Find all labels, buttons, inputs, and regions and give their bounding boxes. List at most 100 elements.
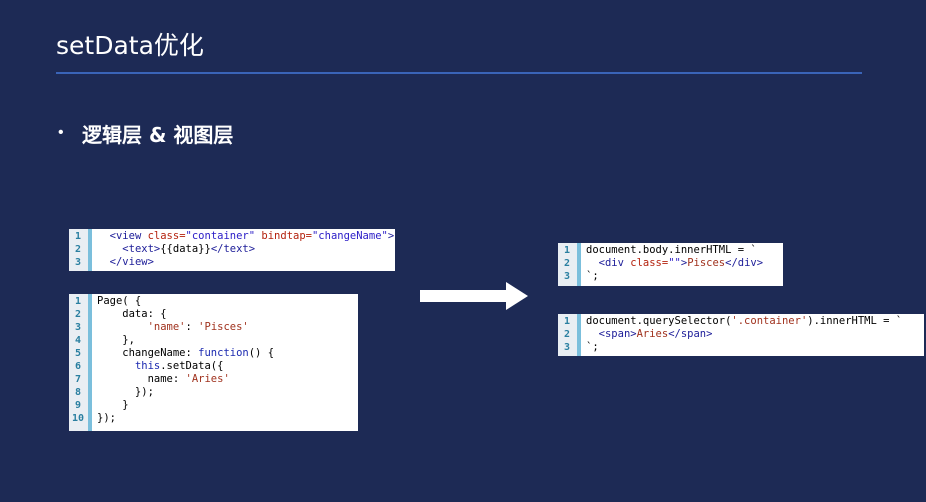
code-token: "container": [185, 230, 256, 242]
code-line: 3 </view>: [69, 256, 395, 269]
code-text: document.body.innerHTML = `: [586, 244, 757, 257]
code-token: this: [134, 360, 161, 372]
code-token: </span>: [668, 328, 713, 340]
code-text: Page( {: [97, 295, 141, 308]
code-text: });: [97, 386, 154, 399]
code-token: Aries: [636, 328, 669, 340]
code-token: `;: [586, 270, 599, 282]
title-divider: [56, 72, 862, 74]
code-token: Page( {: [97, 295, 142, 307]
line-number: 10: [71, 413, 85, 424]
code-line: 1 <view class="container" bindtap="chang…: [69, 230, 395, 243]
code-token: </text>: [210, 243, 256, 255]
code-line: 5 changeName: function() {: [69, 347, 358, 360]
code-token: `;: [586, 341, 599, 353]
code-line: 1 document.body.innerHTML = `: [558, 244, 783, 257]
code-text: });: [97, 412, 116, 425]
code-token: [586, 257, 599, 269]
code-token: :: [185, 321, 199, 333]
bullet-dot-icon: •: [58, 124, 64, 141]
code-token: 'Aries': [185, 373, 230, 385]
line-number: 3: [74, 322, 82, 333]
code-text: }: [97, 399, 128, 412]
code-token: [97, 321, 148, 333]
line-number: 1: [563, 316, 571, 327]
line-number-gutter: [558, 243, 581, 286]
code-text: changeName: function() {: [97, 347, 274, 360]
line-number: 4: [74, 335, 82, 346]
code-text: <text>{{data}}</text>: [97, 243, 255, 256]
line-number-gutter: [558, 314, 581, 356]
code-line: 10});: [69, 412, 358, 425]
line-number: 2: [563, 329, 571, 340]
code-token: function: [198, 347, 249, 359]
code-text: </view>: [97, 256, 154, 269]
code-text: `;: [586, 341, 599, 354]
code-token: "changeName": [311, 230, 388, 242]
code-block-wxml: 1 <view class="container" bindtap="chang…: [69, 229, 395, 271]
line-number: 2: [563, 258, 571, 269]
code-token: document.querySelector(: [586, 315, 732, 327]
line-number: 7: [74, 374, 82, 385]
code-token: bindtap=: [261, 230, 312, 242]
code-text: name: 'Aries': [97, 373, 230, 386]
line-number: 5: [74, 348, 82, 359]
line-number: 3: [563, 342, 571, 353]
code-token: name:: [97, 373, 186, 385]
code-token: class=: [147, 230, 186, 242]
code-text: this.setData({: [97, 360, 224, 373]
code-text: data: {: [97, 308, 166, 321]
code-token: 'name': [147, 321, 186, 333]
code-line: 3 `;: [558, 270, 783, 283]
line-number: 2: [74, 309, 82, 320]
code-token: </div>: [725, 257, 764, 269]
line-number-gutter: [69, 229, 92, 271]
code-token: .setData({: [160, 360, 224, 372]
code-token: [586, 328, 599, 340]
code-text: },: [97, 334, 135, 347]
code-token: <text>: [122, 243, 161, 255]
code-line: 2 <div class="">Pisces</div>: [558, 257, 783, 270]
code-token: },: [97, 334, 135, 346]
line-number: 1: [74, 296, 82, 307]
code-token: >: [680, 257, 688, 269]
code-token: <div: [598, 257, 631, 269]
code-block-queryselector: 1 document.querySelector('.container').in…: [558, 314, 924, 356]
line-number-gutter: [69, 294, 92, 431]
code-token: [97, 256, 110, 268]
code-line: 3 `;: [558, 341, 924, 354]
code-token: '.container': [731, 315, 808, 327]
slide-title: setData优化: [56, 31, 204, 60]
bullet-item: • 逻辑层 & 视图层: [58, 118, 233, 148]
code-token: </view>: [109, 256, 154, 268]
code-text: <view class="container" bindtap="changeN…: [97, 230, 395, 243]
code-line: 7 name: 'Aries': [69, 373, 358, 386]
code-token: class=: [630, 257, 669, 269]
code-text: document.querySelector('.container').inn…: [586, 315, 902, 328]
code-token: {{data}}: [160, 243, 211, 255]
code-line: 6 this.setData({: [69, 360, 358, 373]
code-token: changeName:: [97, 347, 199, 359]
code-line: 8 });: [69, 386, 358, 399]
code-text: <div class="">Pisces</div>: [586, 257, 763, 270]
code-line: 2 <span>Aries</span>: [558, 328, 924, 341]
line-number: 8: [74, 387, 82, 398]
line-number: 1: [563, 245, 571, 256]
bullet-text: 逻辑层 & 视图层: [82, 122, 234, 147]
code-token: 'Pisces': [198, 321, 249, 333]
code-token: <span>: [598, 328, 637, 340]
code-line: 1 document.querySelector('.container').in…: [558, 315, 924, 328]
code-line: 3 'name': 'Pisces': [69, 321, 358, 334]
line-number: 3: [74, 257, 82, 268]
code-token: });: [97, 412, 116, 424]
code-text: <span>Aries</span>: [586, 328, 713, 341]
code-token: [97, 243, 122, 255]
code-token: "": [668, 257, 681, 269]
line-number: 3: [563, 271, 571, 282]
code-text: 'name': 'Pisces': [97, 321, 249, 334]
code-token: [97, 360, 135, 372]
code-token: <view: [109, 230, 148, 242]
code-token: ).innerHTML = `: [807, 315, 903, 327]
